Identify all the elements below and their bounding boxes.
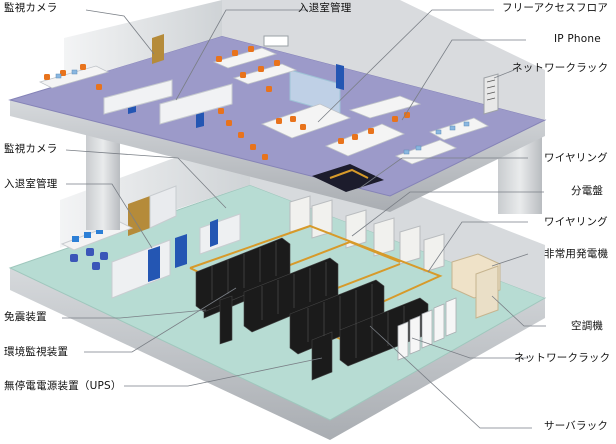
- label-ip-phone: IP Phone: [554, 33, 601, 45]
- lower-slab-side: [10, 268, 545, 440]
- upper-partition-1: [103, 79, 173, 115]
- label-seismic: 免震装置: [4, 311, 47, 323]
- label-camera-bottom: 監視カメラ: [4, 143, 58, 155]
- label-generator: 非常用発電機: [544, 248, 609, 260]
- lower-partition-blue-3: [210, 219, 218, 247]
- label-free-access: フリーアクセスフロア: [502, 2, 609, 14]
- lower-partition-blue-2: [175, 234, 187, 268]
- leader-panel: [351, 191, 544, 237]
- label-net-rack-top: ネットワークラック: [512, 62, 609, 74]
- leader-ip-phone: [401, 39, 526, 121]
- office-monitors: [55, 69, 470, 155]
- free-access-floor-opening: [312, 164, 384, 192]
- air-conditioner: [475, 265, 499, 319]
- leader-ups: [124, 357, 323, 387]
- label-net-rack-bottom: ネットワークラック: [514, 352, 611, 364]
- leader-generator: [491, 253, 529, 267]
- leader-wiring-1: [359, 157, 528, 189]
- leader-camera-top: [85, 9, 155, 55]
- upper-floor: [8, 0, 547, 212]
- leader-camera-bottom: [65, 149, 227, 209]
- label-aircon: 空調機: [571, 320, 604, 332]
- label-ups: 無停電電源装置（UPS）: [4, 380, 122, 392]
- upper-back-wall-right: [222, 0, 545, 120]
- leader-aircon: [491, 295, 546, 327]
- label-camera-top: 監視カメラ: [4, 2, 58, 14]
- label-access-bottom: 入退室管理: [4, 178, 58, 190]
- lower-door-frame: [149, 185, 177, 229]
- leader-net-rack-bottom: [411, 337, 528, 359]
- leader-free-access: [317, 9, 494, 123]
- label-env-monitor: 環境監視装置: [4, 346, 69, 358]
- label-wiring-2: ワイヤリング: [544, 216, 608, 228]
- leader-lines: [62, 9, 546, 429]
- label-server-rack: サーバラック: [544, 420, 609, 432]
- office-desks: [38, 47, 489, 165]
- leader-access-bottom: [66, 183, 153, 249]
- lower-door: [128, 196, 150, 236]
- label-wiring-1: ワイヤリング: [544, 152, 608, 164]
- label-panel: 分電盤: [571, 185, 604, 197]
- upper-back-wall-left: [64, 0, 222, 84]
- distribution-panels: [289, 195, 445, 273]
- office-chairs: [44, 46, 410, 160]
- upper-network-rack-slots: [486, 79, 496, 101]
- upper-wiring: [329, 168, 369, 179]
- label-access-top: 入退室管理: [298, 2, 352, 14]
- leader-net-rack-top: [493, 69, 515, 79]
- lower-network-racks: [397, 297, 457, 361]
- lower-partition-blue-1: [148, 246, 160, 282]
- whiteboard: [263, 35, 289, 47]
- upper-partition-2: [159, 83, 233, 125]
- upper-blue-panel-3: [336, 64, 344, 90]
- leader-access-top: [175, 9, 308, 101]
- server-racks: [195, 237, 429, 381]
- leader-server-rack: [369, 325, 532, 429]
- upper-network-rack: [483, 73, 499, 115]
- upper-door: [152, 34, 164, 64]
- leader-env-monitor: [84, 287, 237, 353]
- leader-wiring-2: [427, 221, 528, 273]
- leader-seismic: [62, 309, 207, 319]
- rack-highlights: [211, 242, 405, 358]
- operator-chairs: [70, 248, 108, 270]
